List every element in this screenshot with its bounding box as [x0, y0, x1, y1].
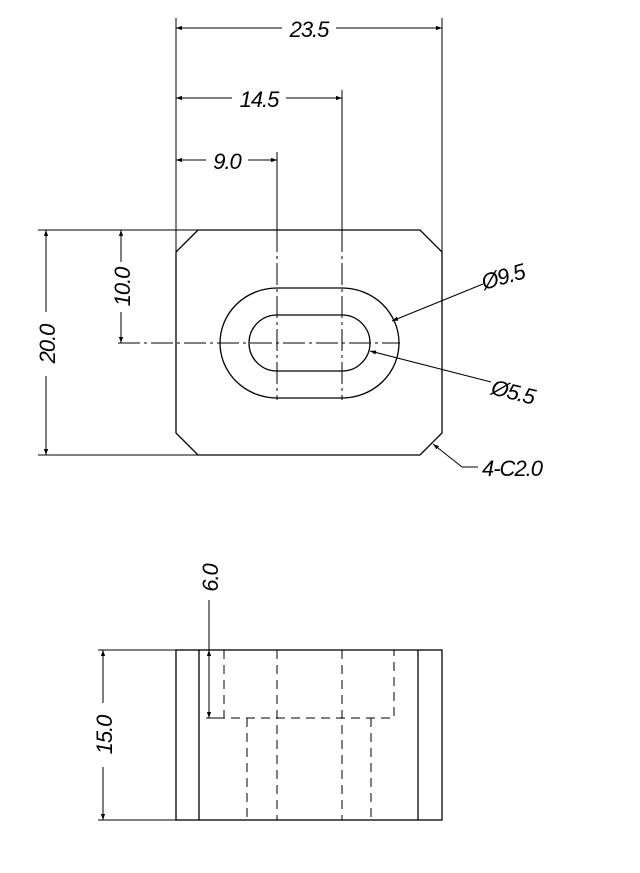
- front-view-outline: [175, 649, 443, 821]
- dim-text-14-5: 14.5: [240, 87, 281, 112]
- dim-text-dia-5-5: Ø5.5: [488, 374, 539, 409]
- dim-text-10-0: 10.0: [110, 266, 135, 307]
- dimension-counterbore-depth: 6.0: [198, 562, 223, 718]
- dim-text-6-0: 6.0: [198, 562, 223, 591]
- dim-text-20-0: 20.0: [35, 323, 60, 365]
- dimension-overall-width: 23.5: [176, 17, 442, 42]
- hidden-counterbore: [223, 650, 395, 719]
- leader-inner-slot-diameter: Ø5.5: [369, 350, 539, 410]
- dimension-center-offset-outer: 14.5: [176, 87, 342, 112]
- dimension-thickness: 15.0: [92, 650, 117, 820]
- dimension-center-height: 10.0: [110, 230, 135, 343]
- dim-text-23-5: 23.5: [289, 17, 331, 42]
- front-view: [175, 649, 443, 821]
- top-view-outline: [175, 229, 443, 456]
- dimension-center-offset-inner: 9.0: [176, 149, 277, 174]
- leader-chamfer: 4-C2.0: [432, 443, 545, 481]
- top-view: [118, 229, 443, 456]
- dimension-overall-height: 20.0: [35, 230, 60, 455]
- dim-text-9-0: 9.0: [213, 149, 242, 174]
- dim-text-dia-9-5: Ø9.5: [478, 258, 530, 295]
- dim-text-chamfer: 4-C2.0: [482, 456, 544, 481]
- leader-outer-slot-diameter: Ø9.5: [391, 258, 530, 322]
- dim-text-15-0: 15.0: [92, 714, 117, 755]
- extension-lines-top: [38, 18, 443, 456]
